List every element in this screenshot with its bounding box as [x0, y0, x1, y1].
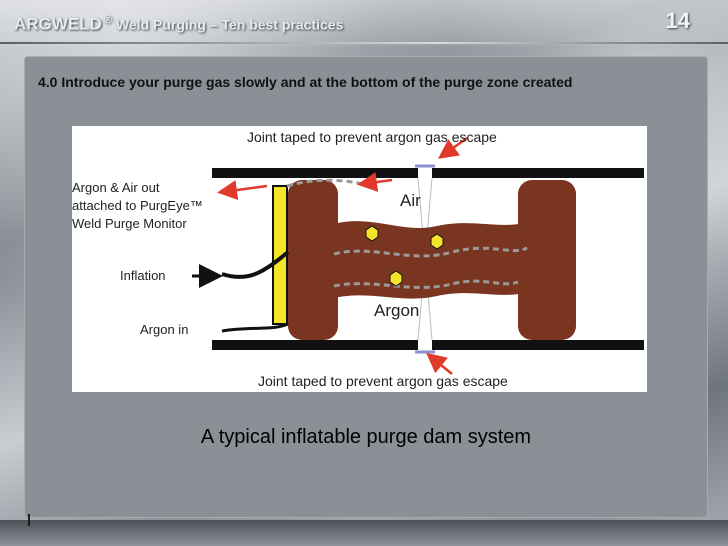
arrow-air-out-top [357, 172, 393, 192]
bladder-hose [334, 221, 527, 299]
arrow-argon-air-out [217, 180, 268, 200]
joint-gap-bottom [418, 338, 432, 352]
label-argon-in: Argon in [140, 322, 188, 337]
label-air: Air [400, 191, 421, 210]
footer-tick [28, 514, 30, 526]
flow-line-bottom [333, 279, 519, 289]
section-heading: 4.0 Introduce your purge gas slowly and … [38, 74, 573, 90]
inflation-hose [221, 250, 290, 279]
argon-in-hose [221, 322, 289, 333]
brand-title: ARGWELD®Weld Purging – Ten best practice… [14, 14, 343, 35]
arrow-joint-top [437, 136, 468, 159]
nut-1 [365, 225, 379, 242]
page-number: 14 [665, 8, 690, 33]
right-dam [518, 180, 576, 340]
label-joint-top: Joint taped to prevent argon gas escape [247, 129, 497, 145]
header-band [0, 0, 728, 46]
nut-3 [389, 270, 403, 287]
figure-caption: A typical inflatable purge dam system [200, 426, 532, 448]
purge-dam-diagram: Joint taped to prevent argon gas escape … [72, 126, 647, 392]
joint-gap-top [418, 166, 432, 180]
left-dam [288, 180, 338, 340]
label-inflation: Inflation [120, 268, 166, 283]
flow-line-top [286, 178, 373, 188]
label-joint-bottom: Joint taped to prevent argon gas escape [258, 373, 508, 389]
flow-line-middle [333, 246, 528, 258]
label-argon: Argon [374, 301, 419, 320]
brand-name: ARGWELD [14, 14, 102, 34]
diagram-svg: Joint taped to prevent argon gas escape … [72, 129, 644, 389]
registered-mark: ® [103, 14, 112, 26]
header-divider [0, 42, 728, 44]
slide-subtitle: Weld Purging – Ten best practices [115, 16, 344, 33]
label-purgeye: attached to PurgEye™ [72, 198, 203, 213]
label-monitor: Weld Purge Monitor [72, 216, 187, 231]
arrow-joint-bottom [426, 352, 453, 375]
footer-bar [0, 520, 728, 546]
label-argon-air-out: Argon & Air out [72, 180, 160, 195]
nut-2 [430, 233, 444, 250]
